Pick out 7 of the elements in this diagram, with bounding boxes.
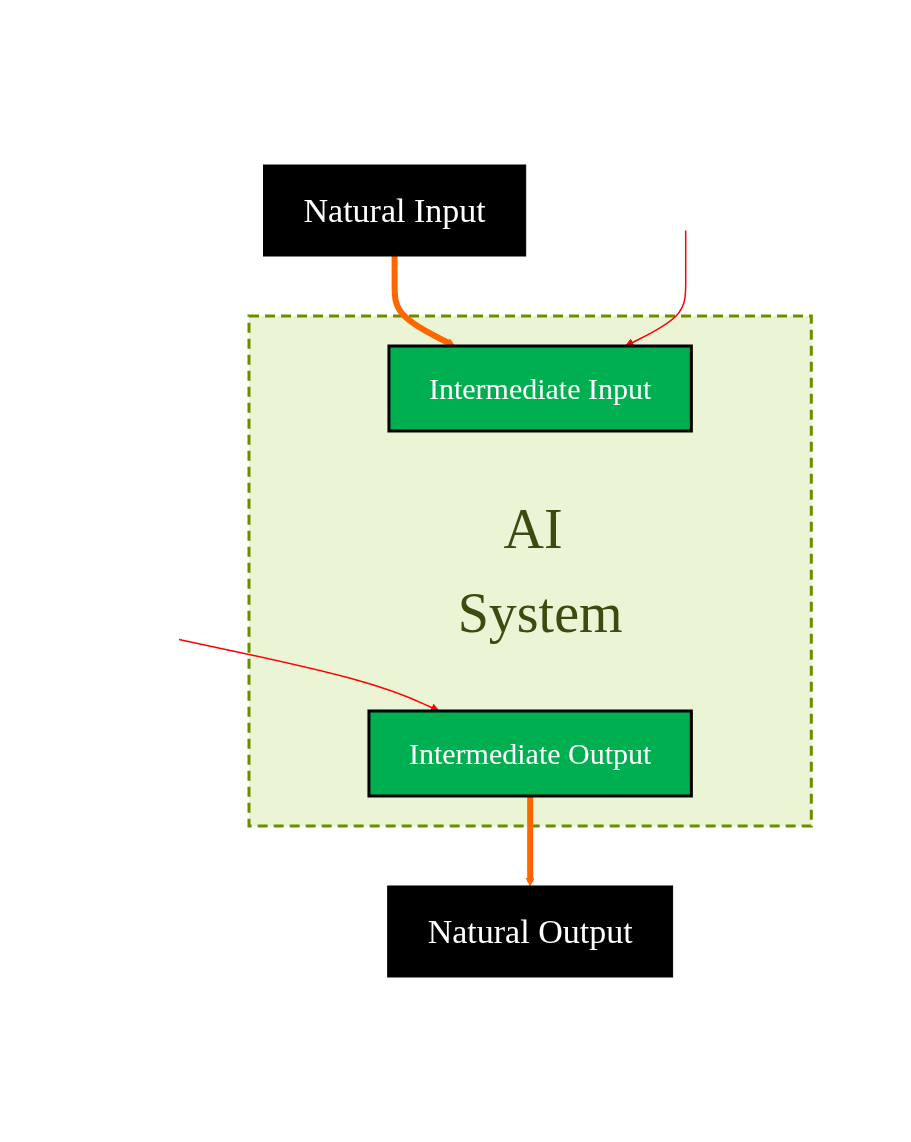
node-box: Natural Output xyxy=(387,885,674,978)
node-box: Intermediate Output xyxy=(367,709,694,798)
arrow xyxy=(391,256,456,347)
node-box: Intermediate Input xyxy=(387,344,694,433)
node-box: Natural Input xyxy=(263,164,527,257)
arrow xyxy=(625,229,687,347)
arrow xyxy=(526,796,535,887)
